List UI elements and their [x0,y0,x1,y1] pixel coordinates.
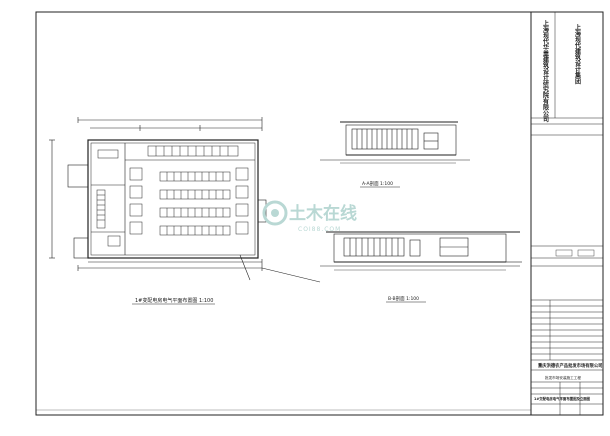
switchgear-row-1 [159,171,231,182]
watermark: 土木在线 COI88.COM [262,200,357,233]
firm-name-top: 上海现代华盖建筑设计研究院有限公司 [542,19,550,123]
switchgear-row-top [147,145,239,157]
client-name: 重庆洪德农产品批发市场有限公司 [538,362,602,369]
section-bb [320,231,522,271]
watermark-text-en: COI88.COM [298,226,341,233]
section-aa-title: A-A剖面 1:100 [362,180,393,187]
title-block-stamp [555,249,595,257]
watermark-logo-icon [262,200,288,226]
sheet-outer-border [35,11,604,416]
title-block [531,12,603,415]
plan-title: 1#变配电房电气平面布置图 1:100 [135,297,213,304]
section-aa [320,121,470,164]
transformer-column [129,167,249,235]
switchgear-row-4 [159,225,231,236]
firm-name-bottom: 上海现代建筑设计集团 [574,23,582,85]
switchgear-row-3 [159,207,231,218]
drawing-title: 1#交配电房电气平面布置图及立面图 [534,396,591,401]
switchgear-row-2 [159,189,231,200]
project-name: 批发市场安装施工工程 [545,375,581,380]
section-bb-title: B-B剖面 1:100 [388,295,419,302]
floor-plan [49,117,321,283]
cabinet-column-left [96,149,121,247]
watermark-text-cn: 土木在线 [289,203,357,224]
